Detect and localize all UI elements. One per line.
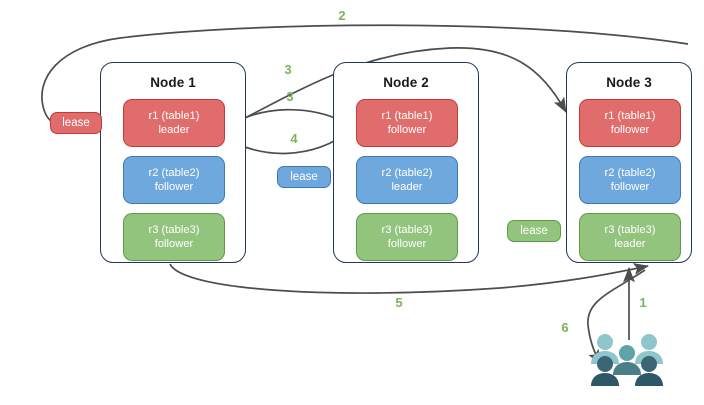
replica-name: r1 (table1) [148,110,200,122]
step-label-3a: 3 [284,62,292,77]
lease-badge-blue[interactable]: lease [277,166,331,188]
arrow-step-5-node1-to-node3 [169,263,649,294]
lease-label: lease [62,117,90,129]
replica-r2[interactable]: r2 (table2) leader [356,156,458,204]
replica-role: leader [158,124,190,136]
step-label-1: 1 [639,295,647,310]
person-front-right [635,356,663,386]
replica-name: r2 (table2) [604,167,656,179]
arrow-step-2 [41,24,689,133]
replica-r1[interactable]: r1 (table1) follower [579,99,681,147]
replica-r3[interactable]: r3 (table3) follower [123,213,225,261]
arrow-step-3-node1-to-node3 [221,47,567,131]
replica-role: follower [154,181,194,193]
replica-name: r3 (table3) [381,224,433,236]
lease-badge-green[interactable]: lease [507,220,561,242]
lease-badge-red[interactable]: lease [50,112,102,134]
replica-r2[interactable]: r2 (table2) follower [123,156,225,204]
person-center [613,345,641,375]
replica-name: r2 (table2) [381,167,433,179]
replica-r3[interactable]: r3 (table3) leader [579,213,681,261]
step-label-6: 6 [561,320,569,335]
replica-name: r1 (table1) [604,110,656,122]
node-title: Node 2 [383,75,429,90]
lease-label: lease [290,171,318,183]
node-title: Node 1 [150,75,196,90]
replica-r2[interactable]: r2 (table2) follower [579,156,681,204]
replica-role: follower [154,238,194,250]
step-label-3b: 3 [286,89,294,104]
node-card-2[interactable]: Node 2 r1 (table1) follower r2 (table2) … [333,62,479,263]
replica-role: follower [610,181,650,193]
node-title: Node 3 [606,75,652,90]
replica-name: r3 (table3) [604,224,656,236]
node-card-3[interactable]: Node 3 r1 (table1) follower r2 (table2) … [566,62,692,263]
step-label-5: 5 [395,295,403,310]
replica-name: r2 (table2) [148,167,200,179]
step-label-4: 4 [290,131,298,146]
replica-r1[interactable]: r1 (table1) follower [356,99,458,147]
replica-name: r3 (table3) [148,224,200,236]
replica-name: r1 (table1) [381,110,433,122]
replica-r3[interactable]: r3 (table3) follower [356,213,458,261]
step-label-2: 2 [338,8,346,23]
replica-role: leader [614,238,646,250]
lease-label: lease [520,225,548,237]
replica-r1[interactable]: r1 (table1) leader [123,99,225,147]
replica-role: follower [387,238,427,250]
users-icon [588,331,666,386]
node-card-1[interactable]: Node 1 r1 (table1) leader r2 (table2) fo… [100,62,246,263]
replica-role: follower [387,124,427,136]
replica-role: leader [391,181,423,193]
replica-role: follower [610,124,650,136]
person-front-left [591,356,619,386]
